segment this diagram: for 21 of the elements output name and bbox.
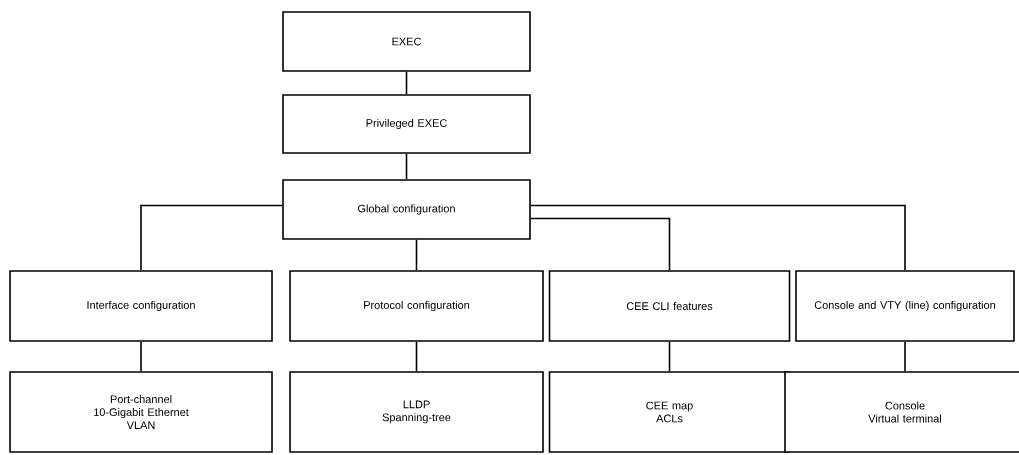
mode-box: Protocol configuration: [289, 270, 544, 342]
mode-box: Console Virtual terminal: [784, 371, 1019, 453]
mode-box: Console and VTY (line) configuration: [795, 270, 1015, 342]
connector-line: [904, 341, 906, 372]
connector-line: [415, 239, 418, 271]
connector-line: [415, 341, 418, 372]
connector-line: [140, 204, 283, 271]
mode-box: Port-channel 10-Gigabit Ethernet VLAN: [9, 371, 273, 453]
connector-line: [530, 217, 671, 271]
connector-line: [140, 341, 142, 372]
mode-box: Global configuration: [282, 179, 531, 240]
connector-line: [668, 341, 671, 372]
connector-line: [405, 153, 408, 180]
mode-box: CEE CLI features: [548, 270, 791, 342]
mode-box: CEE map ACLs: [548, 371, 791, 453]
connector-line: [405, 71, 408, 95]
connector-line: [530, 204, 906, 271]
mode-box: Interface configuration: [9, 270, 273, 342]
mode-box: Privileged EXEC: [282, 94, 531, 154]
mode-box: EXEC: [282, 11, 531, 72]
mode-box: LLDP Spanning-tree: [289, 371, 544, 453]
